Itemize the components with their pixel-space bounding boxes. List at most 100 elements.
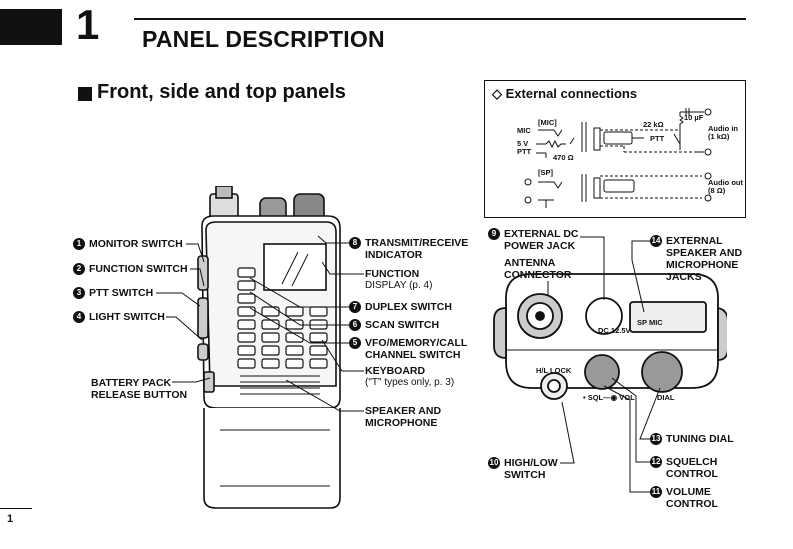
callout-line: DISPLAY (p. 4) (365, 280, 433, 291)
callout-line: TRANSMIT/RECEIVE (365, 237, 469, 249)
callout-number: 2 (73, 263, 85, 275)
audio-out-line1: Audio out (708, 178, 743, 187)
callout-number: 8 (349, 237, 361, 249)
keypad-key (237, 319, 256, 330)
callout-number: 5 (349, 337, 361, 349)
page-number-rule (0, 508, 32, 509)
callout-line: POWER JACK (504, 240, 576, 252)
keypad-key (237, 280, 256, 291)
callout-line: ANTENNA (504, 257, 556, 269)
callout-number: 12 (650, 456, 662, 468)
keypad-key (237, 332, 256, 343)
callout-line: JACKS (666, 271, 702, 283)
callout-label: PTT SWITCH (89, 287, 154, 299)
top-panel-drawing (493, 273, 727, 400)
chapter-tab (0, 9, 62, 45)
radio-front-drawing (197, 186, 341, 509)
battery-release-label: BATTERY PACK RELEASE BUTTON (91, 377, 187, 401)
callout-line: FUNCTION (365, 268, 420, 280)
callout-line: SPEAKER AND (365, 405, 442, 417)
callout-line: CONTROL (666, 468, 718, 480)
callout-label: TUNING DIAL (666, 433, 734, 445)
keypad-key (237, 267, 256, 278)
callout-line: VOLUME (666, 486, 711, 498)
external-connections-box (484, 80, 746, 218)
c10u-label: 10 µF (684, 113, 704, 122)
keypad-key (237, 345, 256, 356)
callout-line: SQUELCH (666, 456, 718, 468)
callout-line: ("T" types only, p. 3) (365, 377, 455, 388)
battery-line2: RELEASE BUTTON (91, 389, 188, 401)
callout-keyboard: KEYBOARD ("T" types only, p. 3) (365, 365, 454, 389)
callout-line: SWITCH (504, 469, 546, 481)
callout-line: MICROPHONE (666, 259, 739, 271)
callout-number: 11 (650, 486, 662, 498)
keypad-key (261, 332, 280, 343)
five-volt-label: 5 V (517, 139, 529, 148)
header-rule (134, 18, 746, 20)
section-title: Front, side and top panels (97, 81, 346, 103)
keypad-key (261, 358, 280, 369)
callout-number: 3 (73, 287, 85, 299)
ohm-470-label: 470 Ω (553, 153, 574, 162)
callout-number: 10 (488, 457, 500, 469)
callout-label: DUPLEX SWITCH (365, 301, 452, 313)
sp-bracket-label: [SP] (538, 168, 553, 177)
external-connections-schematic (524, 108, 712, 208)
keypad-key (237, 293, 256, 304)
callout-line: MICROPHONE (365, 417, 438, 429)
audio-in-line1: Audio in (708, 124, 738, 133)
callout-number: 6 (349, 319, 361, 331)
callout-line: EXTERNAL (666, 235, 723, 247)
dial-label: DIAL (657, 393, 675, 402)
callout-line: CHANNEL SWITCH (365, 349, 461, 361)
callout-line: EXTERNAL DC (504, 228, 579, 240)
keypad-key (285, 345, 304, 356)
external-connections-title: ◇ External connections (492, 86, 637, 102)
hl-lock-label: H/L LOCK (536, 366, 572, 375)
sql-vol-label: • SQL—◉ VOL (583, 393, 635, 402)
dc-jack-label: DC 12.5V (598, 326, 631, 335)
callout-line: INDICATOR (365, 249, 423, 261)
callout-speaker-microphone: SPEAKER AND MICROPHONE (365, 405, 441, 429)
keypad-key (285, 332, 304, 343)
mic-bracket-label: [MIC] (538, 118, 557, 127)
keypad-key (237, 358, 256, 369)
keypad-key (261, 345, 280, 356)
callout-line: HIGH/LOW (504, 457, 558, 469)
callout-line: VFO/MEMORY/CALL (365, 337, 468, 349)
callout-number: 14 (650, 235, 662, 247)
callout-function-display: FUNCTION DISPLAY (p. 4) (365, 268, 432, 292)
keypad-key (309, 332, 328, 343)
keypad-key (309, 345, 328, 356)
diamond-icon: ◇ (492, 86, 506, 101)
audio-in-line2: (1 kΩ) (708, 132, 730, 141)
chapter-number: 1 (76, 1, 100, 48)
callout-line: CONNECTOR (504, 269, 572, 281)
keypad-key (237, 306, 256, 317)
section-square-icon (78, 87, 92, 101)
audio-out-line2: (8 Ω) (708, 186, 726, 195)
mic-label: MIC (517, 126, 531, 135)
page-number: 1 (7, 513, 14, 525)
keypad-key (309, 358, 328, 369)
keypad-key (285, 358, 304, 369)
callout-label: LIGHT SWITCH (89, 311, 165, 323)
callout-number: 4 (73, 311, 85, 323)
callout-number: 7 (349, 301, 361, 313)
callout-line: CONTROL (666, 498, 718, 510)
callout-line: KEYBOARD (365, 365, 426, 377)
chapter-title: PANEL DESCRIPTION (142, 26, 385, 52)
r22k-label: 22 kΩ (643, 120, 664, 129)
sp-mic-label: SP MIC (637, 318, 663, 327)
callout-number: 1 (73, 238, 85, 250)
ext-title-text: External connections (505, 86, 638, 101)
callout-antenna-connector: ANTENNA CONNECTOR (504, 257, 571, 281)
callout-number: 9 (488, 228, 500, 240)
keypad-key (285, 306, 304, 317)
callout-label: SCAN SWITCH (365, 319, 440, 331)
battery-line1: BATTERY PACK (91, 377, 172, 389)
callout-label: MONITOR SWITCH (89, 238, 183, 250)
callout-line: SPEAKER AND (666, 247, 743, 259)
